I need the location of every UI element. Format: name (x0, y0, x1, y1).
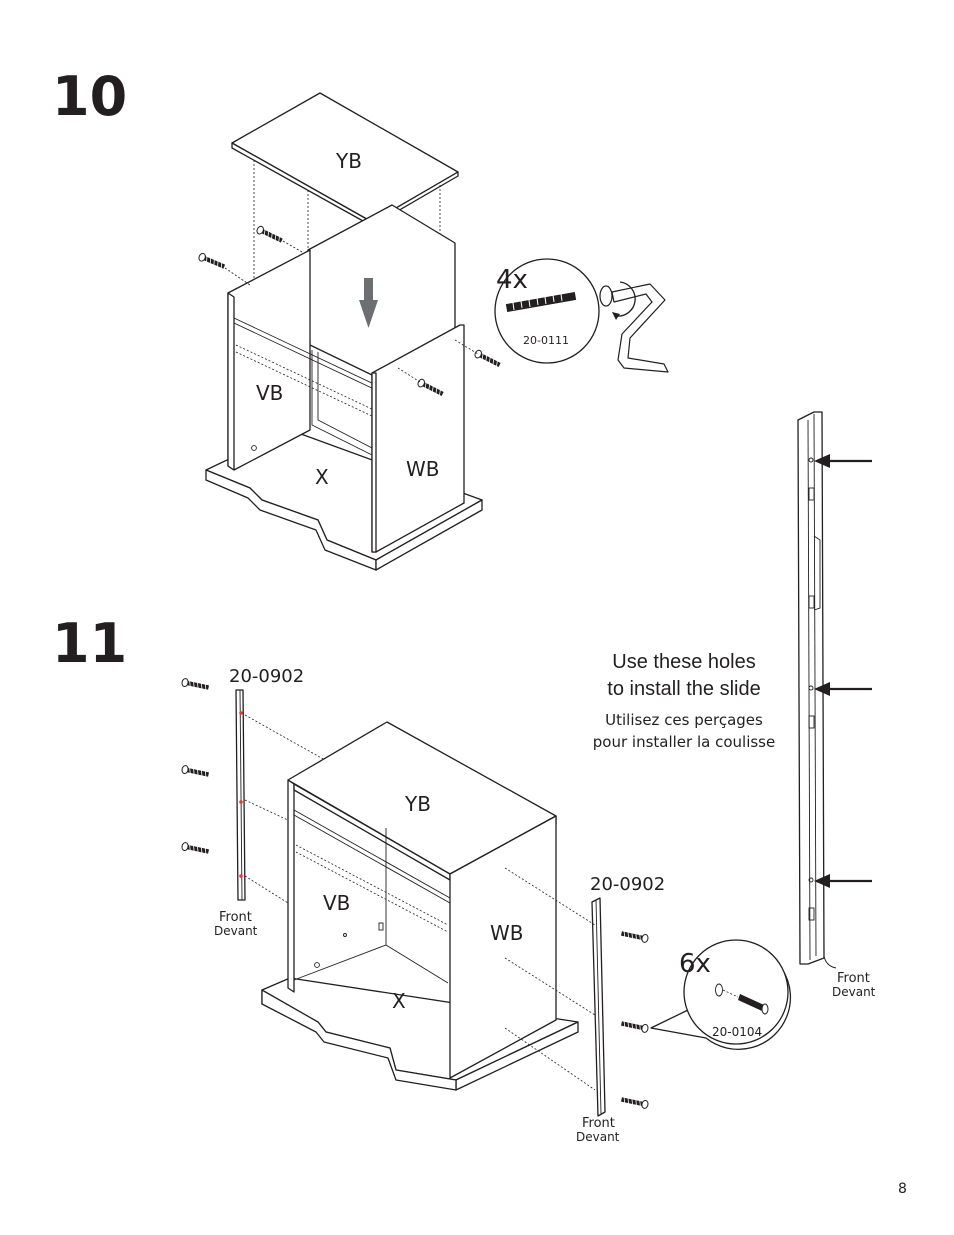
step-10-part-number: 20-0111 (523, 334, 569, 347)
step-11-right-rail-part: 20-0902 (590, 874, 665, 895)
step-11-label-vb: VB (323, 891, 350, 915)
step-10: 10 YB (52, 65, 669, 571)
step-11: 11 20-0902 Front Devant (52, 411, 876, 1144)
step-10-label-yb: YB (335, 149, 362, 173)
cam-bolt-icon (505, 286, 577, 313)
note-line-2: to install the slide (607, 678, 760, 700)
step-11-label-yb: YB (404, 792, 431, 816)
step-11-left-rail-part: 20-0902 (229, 666, 304, 687)
step-10-number: 10 (52, 65, 127, 128)
step-10-screws (197, 224, 502, 399)
step-11-left-rail-front: Front (219, 910, 252, 925)
allen-key-icon (599, 281, 669, 373)
slide-hole-arrows (814, 454, 872, 888)
step-11-left-screws (180, 677, 210, 856)
step-10-callout (494, 258, 600, 364)
step-11-label-wb: WB (490, 921, 524, 945)
step-10-label-vb: VB (256, 381, 283, 405)
step-10-down-arrow (359, 278, 378, 328)
step-11-part-number: 20-0104 (712, 1025, 762, 1039)
step-11-right-rail-devant: Devant (576, 1130, 620, 1144)
slide-detail-front: Front (837, 971, 870, 986)
step-11-right-rail-front: Front (582, 1116, 615, 1131)
page-number: 8 (898, 1181, 907, 1197)
step-11-left-rail (235, 689, 326, 904)
step-10-left-panel (227, 249, 377, 471)
step-11-left-rail-devant: Devant (214, 924, 258, 938)
step-11-right-screws (620, 929, 650, 1110)
note-fr-line-1: Utilisez ces perçages (605, 711, 763, 729)
step-11-cabinet (261, 721, 579, 1091)
slide-detail (797, 411, 837, 969)
step-10-label-x: X (315, 465, 329, 489)
wood-screw-icon (738, 994, 769, 1015)
step-10-quantity: 4x (496, 265, 528, 295)
step-10-label-wb: WB (406, 457, 440, 481)
note-line-1: Use these holes (612, 651, 755, 673)
step-11-quantity: 6x (679, 949, 711, 979)
step-11-callout (650, 939, 792, 1051)
note-fr-line-2: pour installer la coulisse (593, 733, 775, 751)
step-11-label-x: X (392, 989, 406, 1013)
step-11-right-rail (504, 867, 606, 1117)
slide-detail-devant: Devant (832, 985, 876, 999)
step-10-right-panel (371, 324, 465, 553)
step-11-number: 11 (52, 612, 127, 675)
